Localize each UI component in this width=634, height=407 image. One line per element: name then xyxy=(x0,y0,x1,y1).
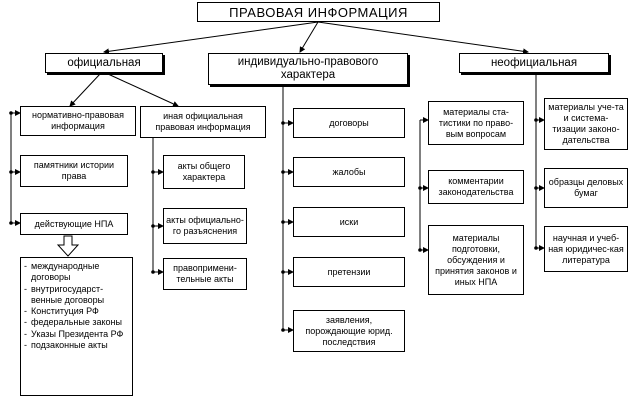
category-unofficial: неофициальная xyxy=(459,53,609,73)
npa-list-box: международные договоры внутригосударст-в… xyxy=(20,257,133,396)
interpretation-acts-box: акты официально-го разъяснения xyxy=(163,208,247,244)
diagram-title: ПРАВОВАЯ ИНФОРМАЦИЯ xyxy=(197,2,440,22)
law-preparation-materials-box: материалы подготовки, обсуждения и приня… xyxy=(428,225,524,295)
npa-list-item: подзаконные акты xyxy=(24,340,129,352)
npa-list-item: федеральные законы xyxy=(24,317,129,329)
npa-list-item: Указы Президента РФ xyxy=(24,329,129,341)
individual-item-claims: претензии xyxy=(293,257,405,287)
other-official-info-box: иная официальная правовая информация xyxy=(140,106,266,138)
statistics-materials-box: материалы ста-тистики по право-вым вопро… xyxy=(428,101,524,145)
npa-list-item: Конституция РФ xyxy=(24,306,129,318)
legal-literature-box: научная и учеб-ная юридичес-кая литерату… xyxy=(544,226,628,272)
individual-item-complaints: жалобы xyxy=(293,157,405,187)
npa-list-item: международные договоры xyxy=(24,261,129,284)
enforcement-acts-box: правопримени-тельные акты xyxy=(163,258,247,290)
category-individual: индивидуально-правового характера xyxy=(208,53,408,85)
accounting-materials-box: материалы уче-та и система-тизации закон… xyxy=(544,98,628,150)
individual-item-contracts: договоры xyxy=(293,108,405,138)
individual-item-statements: заявления, порождающие юрид. последствия xyxy=(293,310,405,352)
legislation-comments-box: комментарии законодательства xyxy=(428,170,524,204)
current-npa-box: действующие НПА xyxy=(20,213,128,235)
individual-item-lawsuits: иски xyxy=(293,207,405,237)
history-monuments-box: памятники истории права xyxy=(20,155,128,187)
normative-info-box: нормативно-правовая информация xyxy=(20,106,136,136)
category-official: официальная xyxy=(45,53,163,73)
npa-list-item: внутригосударст-венные договоры xyxy=(24,284,129,307)
general-acts-box: акты общего характера xyxy=(163,155,245,189)
business-papers-samples-box: образцы деловых бумаг xyxy=(544,168,628,208)
